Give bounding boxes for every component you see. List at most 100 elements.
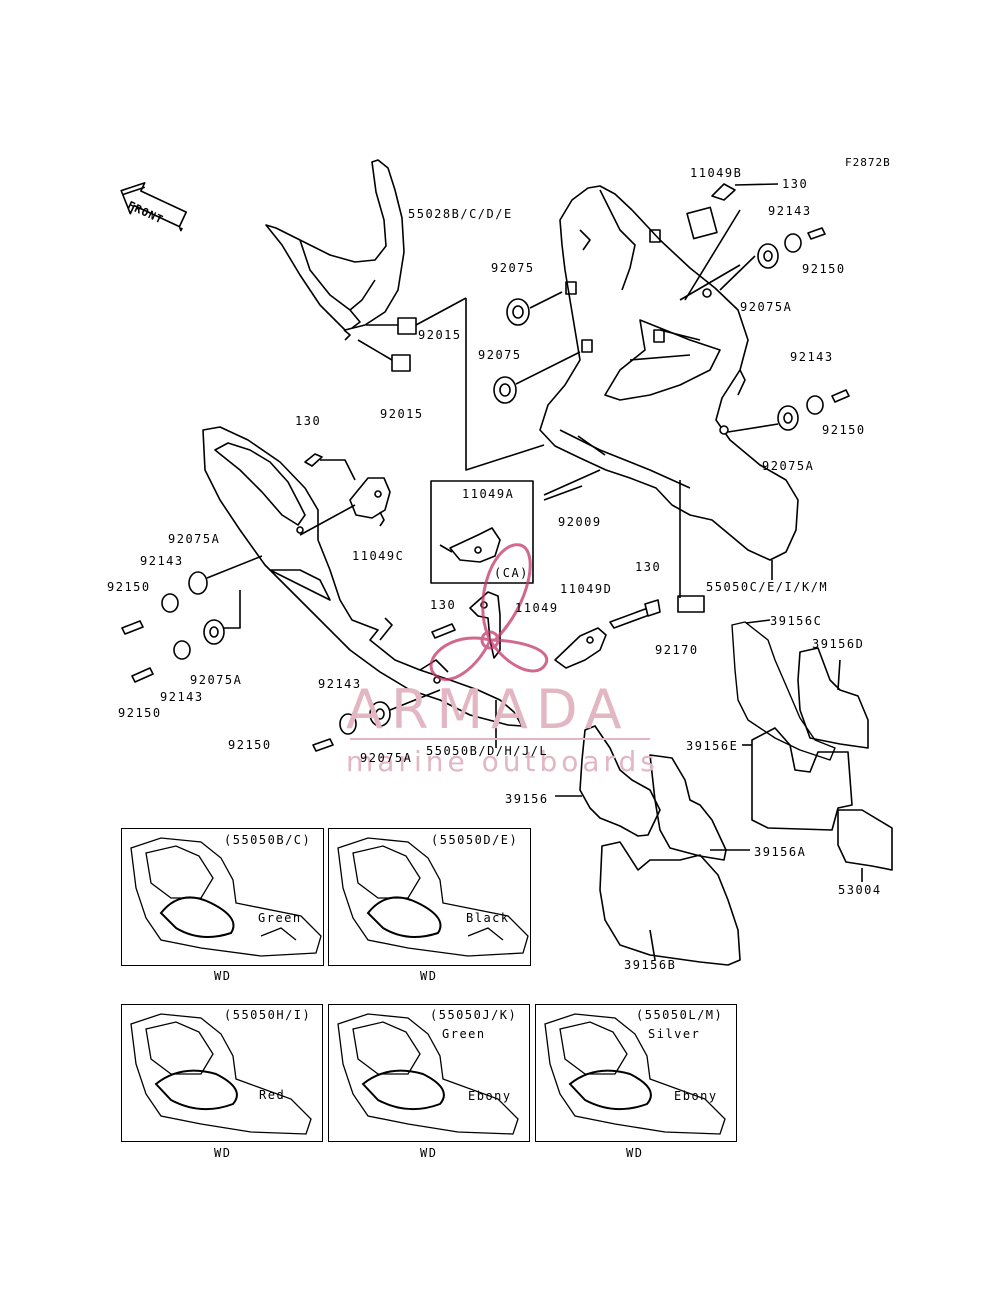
grommet-92075A-r1 — [757, 243, 779, 269]
label-92150-l1: 92150 — [107, 580, 151, 594]
grommet-92075-b — [493, 376, 517, 404]
variant-code-1: (55050B/C) — [224, 833, 312, 847]
label-39156: 39156 — [505, 792, 549, 806]
label-92143-r2: 92143 — [790, 350, 834, 364]
bracket-11049B — [686, 206, 718, 240]
label-ca: (CA) — [494, 566, 529, 580]
label-92015-b: 92015 — [380, 407, 424, 421]
label-55050B: 55050B/D/H/J/L — [426, 744, 549, 758]
pad-39156C — [731, 621, 836, 761]
label-92143-l1: 92143 — [140, 554, 184, 568]
variant-code-5: (55050L/M) — [636, 1008, 724, 1022]
collar-92143-b — [339, 713, 357, 735]
variant-code-2: (55050D/E) — [431, 833, 519, 847]
variant-footer-1: WD — [214, 969, 232, 983]
variant-box-55050BC — [121, 828, 324, 966]
variant-footer-4: WD — [420, 1146, 438, 1160]
label-11049B: 11049B — [690, 166, 743, 180]
side-cowl-right-part — [539, 185, 799, 561]
variant-code-4: (55050J/K) — [430, 1008, 518, 1022]
label-92015-a: 92015 — [418, 328, 462, 342]
pad-39156 — [579, 725, 661, 837]
pad-39156E — [751, 727, 853, 831]
variant-footer-3: WD — [214, 1146, 232, 1160]
label-92143-r1: 92143 — [768, 204, 812, 218]
label-92075A-r1: 92075A — [740, 300, 793, 314]
label-39156B: 39156B — [624, 958, 677, 972]
variant-box-55050HI — [121, 1004, 323, 1142]
label-39156D: 39156D — [812, 637, 865, 651]
variant-box-55050LM — [535, 1004, 737, 1142]
pad-39156B — [599, 841, 741, 966]
label-92150-r2: 92150 — [822, 423, 866, 437]
pad-39156D — [797, 647, 869, 749]
grommet-92075A-l2 — [203, 619, 225, 645]
armada-propeller-icon — [429, 543, 549, 682]
upper-cowl-part — [265, 159, 405, 341]
label-11049C: 11049C — [352, 549, 405, 563]
watermark-brand: ARMADA — [346, 678, 630, 741]
label-92150-r1: 92150 — [802, 262, 846, 276]
variant-color-5-1: Silver — [648, 1027, 701, 1041]
variant-color-4-1: Green — [442, 1027, 486, 1041]
label-11049A: 11049A — [462, 487, 515, 501]
bracket-11049D — [554, 627, 607, 669]
variant-box-55050DE — [328, 828, 531, 966]
variant-box-55050JK — [328, 1004, 530, 1142]
grommet-92075A-b — [369, 701, 391, 727]
inset-ca-box — [430, 480, 534, 584]
variant-color-4-2: Ebony — [468, 1089, 512, 1103]
label-92143-b: 92143 — [318, 677, 362, 691]
label-92075A-r2: 92075A — [762, 459, 815, 473]
fastener-92170 — [677, 595, 705, 613]
collar-92143-r2 — [806, 395, 824, 415]
label-92150-l2: 92150 — [118, 706, 162, 720]
label-55028: 55028B/C/D/E — [408, 207, 513, 221]
label-92075-b: 92075 — [478, 348, 522, 362]
grommet-92075A-l1 — [188, 571, 208, 595]
label-92075A-b: 92075A — [360, 751, 413, 765]
label-55050C: 55050C/E/I/K/M — [706, 580, 829, 594]
variant-code-3: (55050H/I) — [224, 1008, 312, 1022]
collar-92143-r1 — [784, 233, 802, 253]
front-arrow-icon — [120, 182, 187, 232]
label-130-mid: 130 — [295, 414, 322, 428]
label-92075-a: 92075 — [491, 261, 535, 275]
variant-color-1-1: Green — [258, 911, 302, 925]
variant-color-2-1: Black — [466, 911, 510, 925]
variant-color-5-2: Ebony — [674, 1089, 718, 1103]
label-39156C: 39156C — [770, 614, 823, 628]
clip-92015-b — [391, 354, 411, 372]
grommet-92075-a — [506, 298, 530, 326]
label-130-r: 130 — [635, 560, 662, 574]
watermark-rule — [350, 738, 650, 740]
pad-53004 — [837, 809, 893, 871]
collar-92143-l1 — [161, 593, 179, 613]
variant-footer-5: WD — [626, 1146, 644, 1160]
pad-39156A — [649, 754, 727, 861]
variant-color-3-1: Red — [259, 1088, 286, 1102]
bracket-11049C — [349, 477, 391, 527]
label-92075A-l1: 92075A — [168, 532, 221, 546]
lower-cowl-left-part — [202, 426, 523, 727]
label-39156E: 39156E — [686, 739, 739, 753]
grommet-92075A-r2 — [777, 405, 799, 431]
variant-thumbnails — [130, 837, 726, 1135]
label-130-c: 130 — [430, 598, 457, 612]
figure-code: F2872B — [845, 156, 891, 169]
watermark-tagline: marine outboards — [346, 745, 659, 778]
clip-92015-a — [397, 317, 417, 335]
label-53004: 53004 — [838, 883, 882, 897]
label-130-top: 130 — [782, 177, 809, 191]
label-92075A-l2: 92075A — [190, 673, 243, 687]
collar-92143-l2 — [173, 640, 191, 660]
label-11049: 11049 — [515, 601, 559, 615]
variant-footer-2: WD — [420, 969, 438, 983]
label-92009: 92009 — [558, 515, 602, 529]
label-39156A: 39156A — [754, 845, 807, 859]
label-11049D: 11049D — [560, 582, 613, 596]
label-92143-l2: 92143 — [160, 690, 204, 704]
bracket-11049A — [439, 527, 501, 563]
